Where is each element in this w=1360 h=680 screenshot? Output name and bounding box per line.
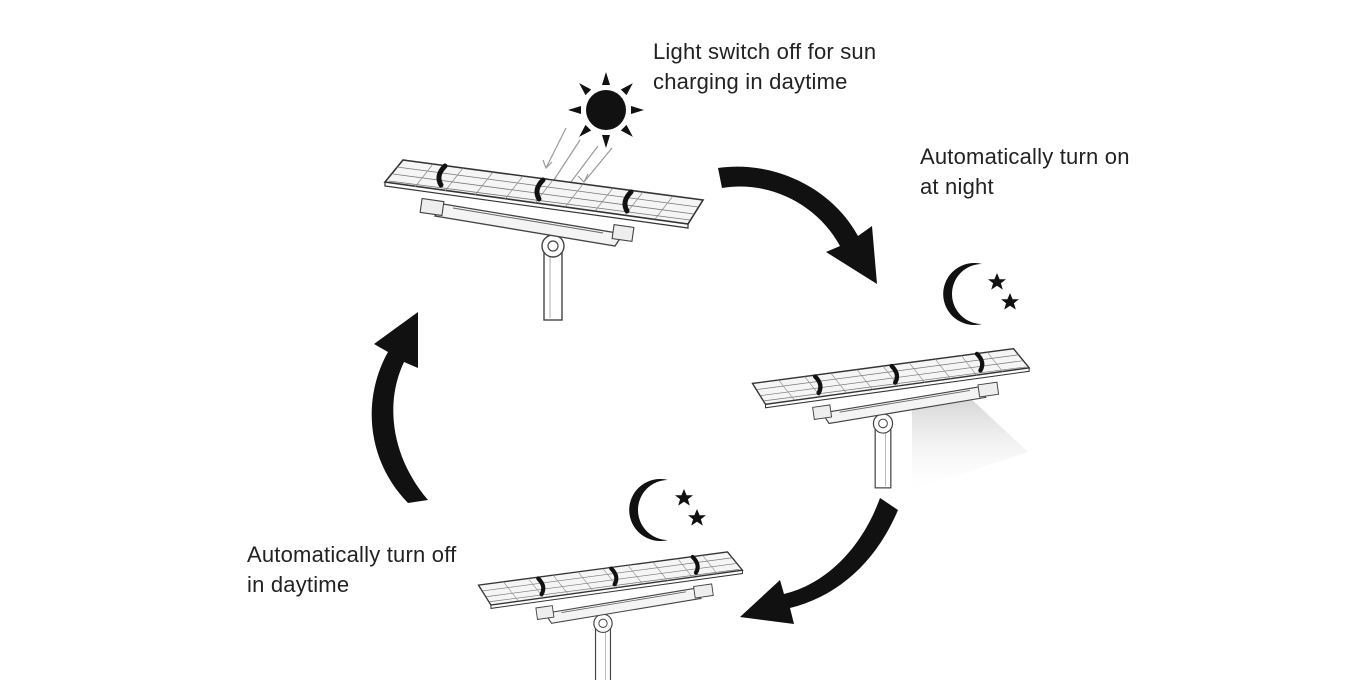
solar-street-light-daytime <box>479 552 743 680</box>
star-icon <box>988 273 1006 290</box>
caption-line: at night <box>920 174 994 199</box>
caption-line: Automatically turn on <box>920 144 1130 169</box>
caption-line: Light switch off for sun <box>653 39 877 64</box>
caption-turn-off-daytime: Automatically turn off in daytime <box>247 540 456 600</box>
curved-arrow-icon <box>371 312 428 503</box>
curved-arrow-icon <box>718 166 877 284</box>
crescent-moon-icon <box>629 479 668 541</box>
star-icon <box>675 489 693 506</box>
caption-line: Automatically turn off <box>247 542 457 567</box>
star-icon <box>688 509 706 526</box>
star-icon <box>1001 293 1019 310</box>
caption-line: in daytime <box>247 572 350 597</box>
caption-sun-charging: Light switch off for sun charging in day… <box>653 37 876 97</box>
curved-arrow-icon <box>740 498 898 624</box>
caption-turn-on-night: Automatically turn on at night <box>920 142 1130 202</box>
caption-line: charging in daytime <box>653 69 848 94</box>
light-beam <box>912 396 1028 490</box>
solar-street-light-night <box>753 349 1030 490</box>
sun-icon <box>568 72 644 148</box>
solar-street-light-charging <box>385 160 703 320</box>
crescent-moon-icon <box>943 263 982 325</box>
